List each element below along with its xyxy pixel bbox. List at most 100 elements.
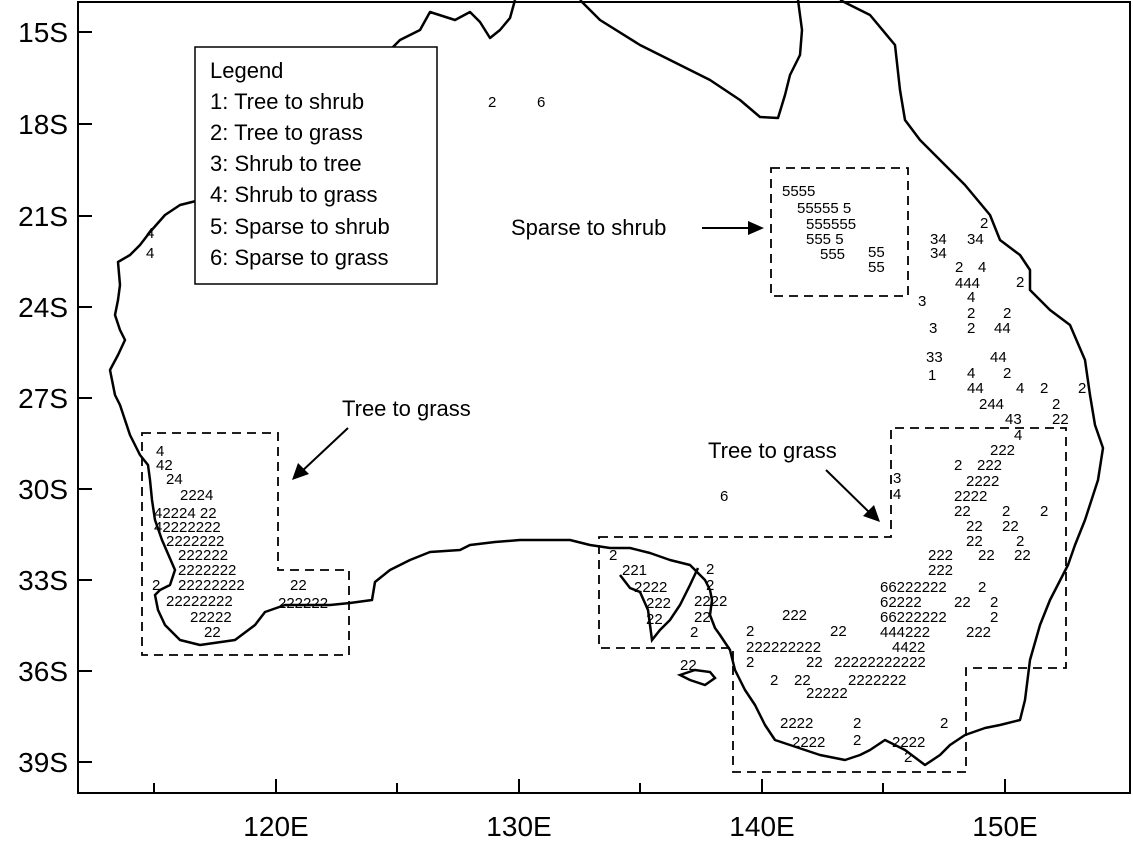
legend-title: Legend [210, 58, 283, 83]
annotations: Tree to grass Tree to grass Sparse to sh… [292, 215, 880, 522]
code-mark: 555555 [806, 216, 856, 233]
code-mark: 2 [955, 259, 963, 276]
code-mark: 2 [690, 624, 698, 641]
code-mark: 2 [967, 305, 975, 322]
y-axis: 15S 18S 21S 24S 27S 30S 33S 36S 39S [18, 17, 92, 778]
annotation-east: Tree to grass [708, 438, 837, 463]
y-tick-label: 30S [18, 474, 68, 505]
code-mark: 42 [156, 457, 173, 474]
code-mark: 4 [146, 225, 154, 242]
code-mark: 2 [770, 672, 778, 689]
annotation-west: Tree to grass [342, 396, 471, 421]
annotation-north: Sparse to shrub [511, 215, 666, 240]
x-tick-label: 150E [972, 811, 1037, 842]
code-mark: 22 [680, 657, 697, 674]
code-mark: 34 [930, 231, 947, 248]
legend-item: 6: Sparse to grass [210, 245, 389, 270]
code-mark: 221 [622, 562, 647, 579]
y-tick-label: 36S [18, 656, 68, 687]
code-mark: 222222 [278, 595, 328, 612]
code-mark: 2 [980, 215, 988, 232]
code-mark: 555 [820, 246, 845, 263]
code-mark: 3 [929, 320, 937, 337]
y-tick-label: 24S [18, 292, 68, 323]
y-tick-label: 39S [18, 747, 68, 778]
legend-item: 1: Tree to shrub [210, 89, 364, 114]
arrow-head-icon [292, 463, 309, 480]
west-region-box [141, 432, 350, 656]
y-tick-label: 18S [18, 109, 68, 140]
code-mark: 222 [928, 562, 953, 579]
legend: Legend 1: Tree to shrub 2: Tree to grass… [194, 46, 438, 285]
code-mark: 2 [488, 94, 496, 111]
code-mark: 22 [290, 577, 307, 594]
code-mark: 2 [746, 654, 754, 671]
code-mark: 4 [978, 259, 986, 276]
code-mark: 2 [706, 577, 714, 594]
code-mark: 22 [954, 503, 971, 520]
y-tick-label: 21S [18, 201, 68, 232]
code-mark: 222 [977, 457, 1002, 474]
code-mark: 2 [1040, 503, 1048, 520]
code-mark: 4 [156, 443, 164, 460]
code-mark: 2 [990, 594, 998, 611]
code-mark: 2222 [792, 734, 825, 751]
code-mark: 555 5 [806, 231, 844, 248]
code-mark: 22 [204, 624, 221, 641]
code-mark: 6 [537, 94, 545, 111]
isolated-codes: 2 6 6 1 3 3 3 4 [488, 94, 937, 505]
code-mark: 2 [152, 577, 160, 594]
x-tick-label: 130E [486, 811, 551, 842]
code-mark: 2222222 [166, 533, 224, 550]
code-mark: 22 [978, 547, 995, 564]
code-mark: 222 [966, 624, 991, 641]
code-mark: 2 [853, 732, 861, 749]
arrow-head-icon [863, 505, 880, 522]
code-mark: 22 [954, 594, 971, 611]
code-mark: 2 [967, 320, 975, 337]
y-tick-label: 27S [18, 383, 68, 414]
code-mark: 2 [1078, 380, 1086, 397]
code-mark: 22222 [190, 609, 232, 626]
code-mark: 22 [694, 609, 711, 626]
code-mark: 22 [1052, 411, 1069, 428]
code-mark: 4 [893, 486, 901, 503]
code-mark: 55 [868, 259, 885, 276]
code-mark: 2222222 [178, 562, 236, 579]
code-mark: 4 [967, 365, 975, 382]
code-mark: 244 [979, 396, 1004, 413]
code-mark: 43 [1005, 411, 1022, 428]
y-tick-label: 33S [18, 565, 68, 596]
code-mark: 22 [1002, 518, 1019, 535]
code-mark: 22222222222 [834, 654, 926, 671]
code-mark: 1 [928, 367, 936, 384]
code-mark: 222222222 [746, 639, 821, 656]
code-mark: 222 [782, 607, 807, 624]
code-mark: 22222222 [166, 593, 233, 610]
code-mark: 2 [1040, 380, 1048, 397]
code-mark: 22 [1014, 547, 1031, 564]
code-mark: 22222 [806, 685, 848, 702]
x-tick-label: 120E [243, 811, 308, 842]
code-mark: 2 [1003, 365, 1011, 382]
code-mark: 222222 [178, 547, 228, 564]
code-mark: 44 [967, 380, 984, 397]
code-mark: 2 [940, 715, 948, 732]
code-mark: 5555 [782, 183, 815, 200]
legend-box [194, 46, 438, 285]
code-mark: 2 [706, 561, 714, 578]
legend-item: 5: Sparse to shrub [210, 214, 390, 239]
code-mark: 444 [955, 275, 980, 292]
x-axis: 120E 130E 140E 150E [153, 779, 1038, 842]
code-mark: 2 [978, 579, 986, 596]
code-mark: 2 [904, 749, 912, 766]
code-mark: 6 [720, 488, 728, 505]
code-mark: 2 [1002, 503, 1010, 520]
code-mark: 66222222 [880, 609, 947, 626]
code-mark: 42224 22 [154, 505, 217, 522]
code-mark: 2 [990, 609, 998, 626]
code-mark: 4422 [892, 639, 925, 656]
code-mark: 44 [990, 349, 1007, 366]
code-mark: 62222 [880, 594, 922, 611]
